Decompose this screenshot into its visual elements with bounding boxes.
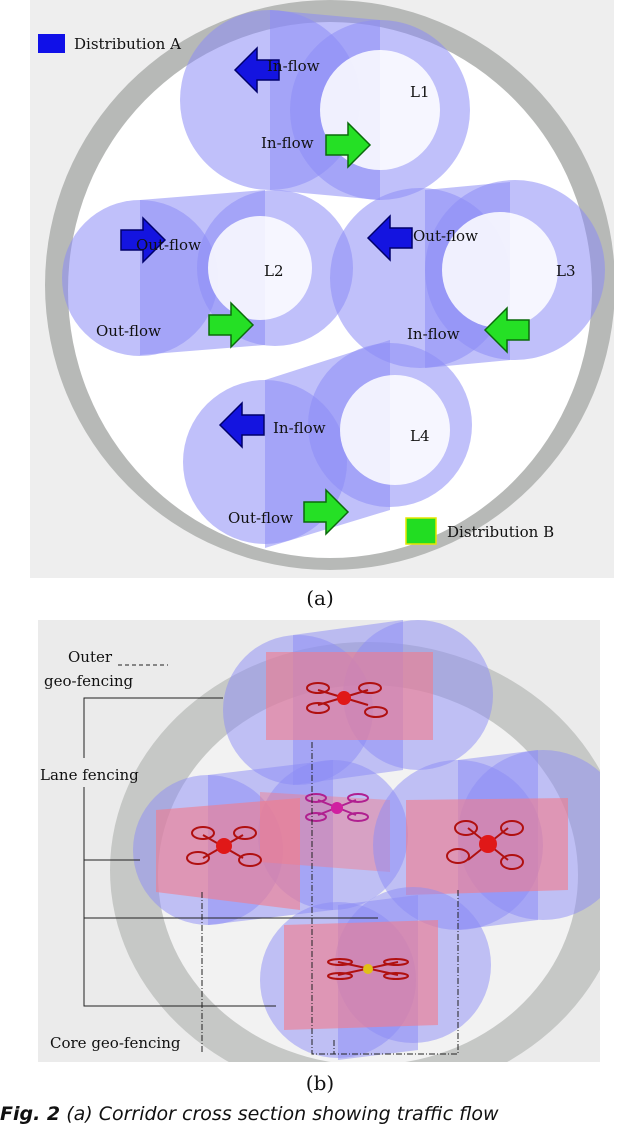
flow-label-l2-green: Out-flow (96, 322, 161, 340)
label-core-geo-fencing: Core geo-fencing (50, 1034, 181, 1052)
flow-label-l2-blue: Out-flow (136, 236, 201, 254)
arrow-l4-green-icon (303, 488, 350, 536)
lane-l2-near-ring (62, 200, 218, 356)
lane-label-l3: L3 (556, 262, 576, 280)
corridor-cross-section-diagram: L1 L2 L3 L4 In-flow In-flow Out-flow Out… (30, 0, 615, 578)
arrow-l2-green-icon (208, 301, 255, 349)
drone-center-icon (305, 793, 369, 822)
label-lane-fencing: Lane fencing (40, 766, 139, 784)
arrow-l3-green-icon (483, 306, 530, 354)
core-fence-bottom (284, 920, 438, 1030)
arrow-l1-green-icon (325, 121, 372, 169)
flow-label-l1-blue: In-flow (267, 57, 320, 75)
figure-caption-label: Fig. 2 (0, 1103, 61, 1125)
core-fence-left (156, 798, 300, 910)
legend-label-distribution-b: Distribution B (447, 523, 554, 541)
legend-swatch-distribution-b (405, 517, 437, 545)
panel-a: L1 L2 L3 L4 In-flow In-flow Out-flow Out… (30, 0, 615, 578)
drone-bottom-icon (327, 958, 409, 980)
lane-l2-hole (208, 216, 312, 320)
core-fence-center (260, 792, 390, 872)
arrow-l2-blue-icon (120, 216, 167, 264)
flow-label-l3-green: In-flow (407, 325, 460, 343)
legend-swatch-distribution-a (38, 34, 65, 53)
flow-label-l4-green: Out-flow (228, 509, 293, 527)
lane-label-l2: L2 (264, 262, 284, 280)
lane-l4-hole (340, 375, 450, 485)
label-outer-geo-fencing: geo-fencing (44, 672, 134, 690)
legend-label-distribution-a: Distribution A (74, 35, 181, 53)
panel-b-caption: (b) (305, 1071, 335, 1095)
panel-b: Outer geo-fencing Lane fencing Core geo-… (38, 620, 628, 1098)
figure-caption: Fig. 2 (a) Corridor cross section showin… (0, 1103, 640, 1130)
figure-caption-text: (a) Corridor cross section showing traff… (60, 1103, 499, 1125)
label-outer: Outer (68, 648, 113, 666)
lane-label-l1: L1 (410, 83, 430, 101)
geo-fencing-diagram: Outer geo-fencing Lane fencing Core geo-… (38, 620, 628, 1098)
flow-label-l4-blue: In-flow (273, 419, 326, 437)
lane-l3-hole (442, 212, 558, 328)
arrow-l3-blue-icon (366, 214, 413, 262)
drone-right-icon (446, 820, 524, 870)
arrow-l4-blue-icon (218, 401, 265, 449)
leader-lines (83, 664, 459, 1055)
flow-label-l3-blue: Out-flow (413, 227, 478, 245)
drone-top-icon (306, 682, 388, 718)
flow-label-l1-green: In-flow (261, 134, 314, 152)
lane-label-l4: L4 (410, 427, 430, 445)
panel-a-caption: (a) (306, 586, 334, 610)
drone-left-icon (186, 826, 262, 867)
arrow-l1-blue-icon (233, 46, 280, 94)
